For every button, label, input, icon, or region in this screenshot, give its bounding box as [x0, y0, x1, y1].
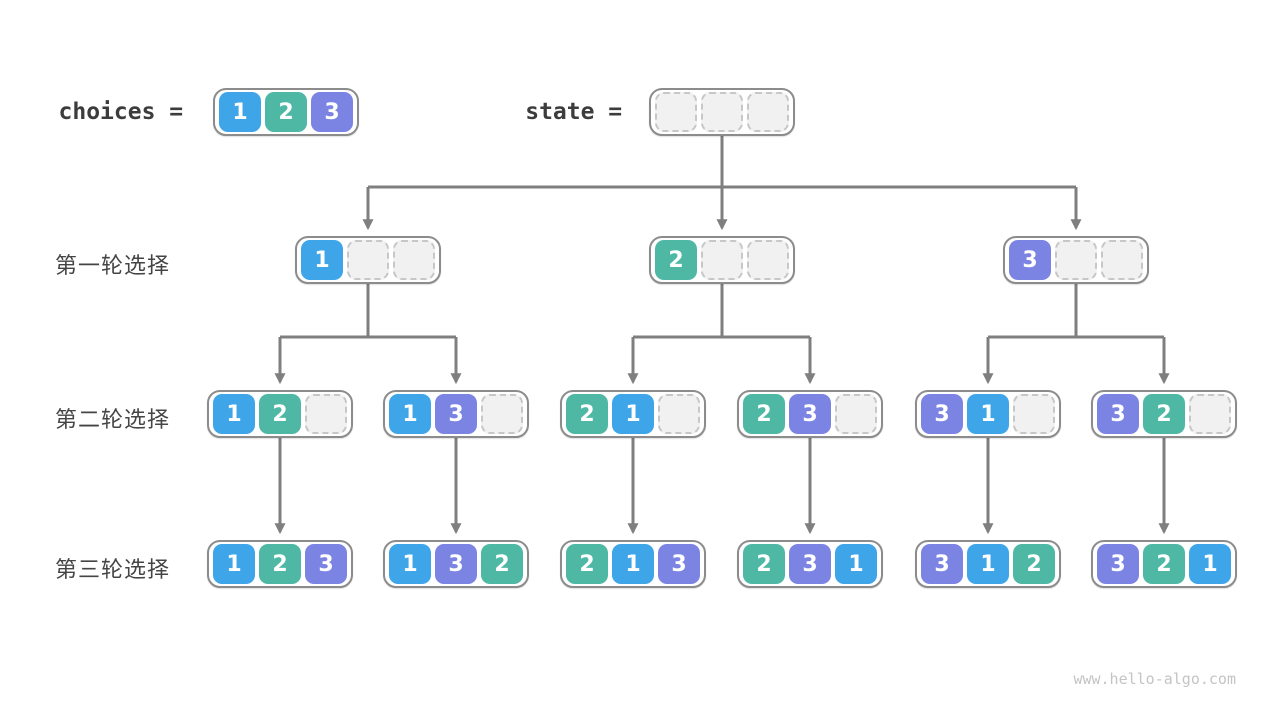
state-cell — [701, 92, 743, 132]
state-cell: 1 — [612, 544, 654, 584]
tree-node-231: 2 3 1 — [737, 540, 883, 588]
state-cell — [747, 92, 789, 132]
state-cell: 3 — [1009, 240, 1051, 280]
state-cell: 3 — [435, 394, 477, 434]
state-cell: 2 — [743, 544, 785, 584]
choices-label: choices = — [58, 99, 197, 125]
state-cell — [1013, 394, 1055, 434]
state-cell — [835, 394, 877, 434]
state-cell — [305, 394, 347, 434]
state-cell: 1 — [835, 544, 877, 584]
state-cell — [701, 240, 743, 280]
round1-row-label: 第一轮选择 — [55, 253, 171, 278]
tree-node-132: 1 3 2 — [383, 540, 529, 588]
state-cell: 1 — [612, 394, 654, 434]
state-cell: 2 — [1143, 394, 1185, 434]
state-cell: 1 — [967, 544, 1009, 584]
state-cell: 1 — [967, 394, 1009, 434]
tree-node-13: 1 3 — [383, 390, 529, 438]
state-cell: 3 — [305, 544, 347, 584]
round3-row-label: 第三轮选择 — [55, 557, 171, 582]
state-cell — [1101, 240, 1143, 280]
tree-node-312: 3 1 2 — [915, 540, 1061, 588]
tree-node-23: 2 3 — [737, 390, 883, 438]
tree-node-2: 2 — [649, 236, 795, 284]
state-root-node — [649, 88, 795, 136]
state-cell: 2 — [566, 544, 608, 584]
state-cell — [747, 240, 789, 280]
tree-node-3: 3 — [1003, 236, 1149, 284]
state-cell: 2 — [1143, 544, 1185, 584]
state-cell — [481, 394, 523, 434]
round2-row-label: 第二轮选择 — [55, 407, 171, 432]
tree-node-1: 1 — [295, 236, 441, 284]
state-cell: 1 — [1189, 544, 1231, 584]
state-cell — [655, 92, 697, 132]
state-label: state = — [525, 99, 636, 125]
watermark-url: www.hello-algo.com — [1073, 670, 1236, 688]
state-cell — [347, 240, 389, 280]
state-cell: 2 — [566, 394, 608, 434]
state-cell: 3 — [435, 544, 477, 584]
tree-node-213: 2 1 3 — [560, 540, 706, 588]
state-cell: 3 — [921, 394, 963, 434]
state-cell: 3 — [658, 544, 700, 584]
tree-node-32: 3 2 — [1091, 390, 1237, 438]
tree-node-321: 3 2 1 — [1091, 540, 1237, 588]
choices-array: 1 2 3 — [213, 88, 359, 136]
choices-cell: 2 — [265, 92, 307, 132]
state-cell: 2 — [259, 544, 301, 584]
tree-node-21: 2 1 — [560, 390, 706, 438]
state-cell — [1189, 394, 1231, 434]
state-cell: 1 — [389, 544, 431, 584]
state-cell: 3 — [1097, 544, 1139, 584]
state-cell: 1 — [213, 544, 255, 584]
state-cell — [658, 394, 700, 434]
state-cell — [1055, 240, 1097, 280]
state-cell — [393, 240, 435, 280]
state-cell: 1 — [213, 394, 255, 434]
state-cell: 2 — [1013, 544, 1055, 584]
state-cell: 2 — [655, 240, 697, 280]
tree-node-12: 1 2 — [207, 390, 353, 438]
tree-node-31: 3 1 — [915, 390, 1061, 438]
choices-cell: 1 — [219, 92, 261, 132]
state-cell: 3 — [1097, 394, 1139, 434]
choices-cell: 3 — [311, 92, 353, 132]
state-cell: 3 — [921, 544, 963, 584]
state-cell: 3 — [789, 394, 831, 434]
state-cell: 3 — [789, 544, 831, 584]
state-cell: 2 — [481, 544, 523, 584]
tree-node-123: 1 2 3 — [207, 540, 353, 588]
state-cell: 2 — [743, 394, 785, 434]
state-cell: 2 — [259, 394, 301, 434]
state-cell: 1 — [389, 394, 431, 434]
state-cell: 1 — [301, 240, 343, 280]
